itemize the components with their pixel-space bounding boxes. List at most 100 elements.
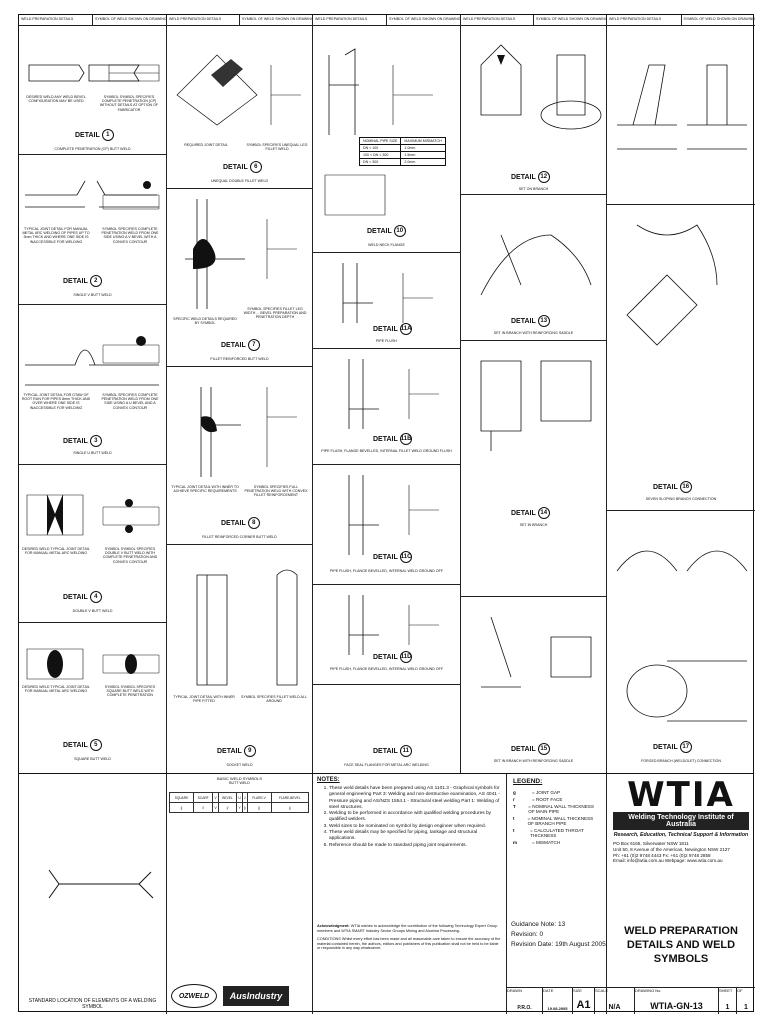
column-4: WELD PREPARATION DETAILS SYMBOL OF WELD … — [461, 15, 607, 773]
detail-3-left-text: TYPICAL JOINT DETAIL FOR GTAW OF ROOT RU… — [21, 393, 91, 410]
detail-15-drawing — [481, 616, 592, 688]
column-header: WELD PREPARATION DETAILS SYMBOL OF WELD … — [313, 15, 460, 26]
detail-11a-caption: PIPE FLUSH — [376, 339, 397, 343]
detail-10-caption: WELD NECK FLANGE — [368, 243, 405, 247]
detail-6-right-text: SYMBOL SPECIFIES UNEQUAL LEG FILLET WELD — [246, 143, 308, 152]
ausindustry-logo: AusIndustry — [223, 986, 289, 1006]
detail-11d-caption: PIPE FLUSH, FLANGE BEVELLED, INTERNAL WE… — [329, 667, 444, 671]
sponsor-logos: OZWELD AusIndustry — [171, 984, 289, 1008]
detail-3-right-text: SYMBOL SPECIFIES COMPLETE PENETRATION WE… — [101, 393, 159, 410]
column-2: WELD PREPARATION DETAILS SYMBOL OF WELD … — [167, 15, 313, 773]
ozweld-logo: OZWELD — [171, 984, 217, 1008]
detail-14-caption: SET IN BRANCH — [519, 523, 548, 527]
detail-8-drawing — [200, 387, 297, 477]
detail-8-caption: FILLET REINFORCED CORNER BUTT WELD — [202, 535, 277, 539]
notes-list: These weld details have been prepared us… — [313, 786, 506, 849]
detail-6-cell: REQUIRED JOINT DETAIL SYMBOL SPECIFIES U… — [167, 25, 312, 189]
detail-1-cell: DESIRED WELD ANY WELD BEVEL CONFIGURATIO… — [19, 25, 166, 155]
detail-12-caption: SET ON BRANCH — [518, 187, 549, 191]
address-block: PO Box 6165, Silverwater NSW 1811 Unit 5… — [613, 841, 730, 864]
welding-symbol-diagram — [48, 869, 154, 899]
detail-8-cell: TYPICAL JOINT DETAIL WITH INNER TO ACHIE… — [167, 367, 312, 545]
detail-11-caption: FACE SEAL FLANGES FOR METAL ARC WELDING — [344, 763, 429, 767]
detail-9-left-text: TYPICAL JOINT DETAIL WITH INNER PIPE FIT… — [173, 695, 235, 704]
drawing-sheet: WELD PREPARATION DETAILS SYMBOL OF WELD … — [18, 14, 755, 1014]
detail-11d-drawing — [348, 595, 439, 655]
detail-5-left-text: DESIRED WELD TYPICAL JOINT DETAIL FOR MA… — [22, 685, 90, 694]
detail-4-drawing — [26, 494, 160, 536]
detail-2-cell: TYPICAL JOINT DETAIL FOR MANUAL METAL AR… — [19, 155, 166, 305]
legend-item: t= CALCULATED THROAT THICKNESS — [513, 828, 584, 838]
detail-9-caption: SOCKET WELD — [226, 763, 253, 767]
detail-17-drawing — [616, 550, 748, 722]
column-1: WELD PREPARATION DETAILS SYMBOL OF WELD … — [19, 15, 167, 773]
detail-6-drawing — [176, 54, 301, 126]
acknowledgment: Acknowledgment: WTIA wishes to acknowled… — [317, 924, 501, 951]
detail-3-caption: SINGLE U BUTT WELD — [73, 451, 112, 455]
organisation-block: WTIA Welding Technology Institute of Aus… — [613, 778, 749, 864]
detail-11c-drawing — [348, 475, 439, 555]
detail-10-drawing — [324, 48, 433, 216]
wtia-logo: WTIA — [627, 775, 735, 815]
notes-box: NOTES: These weld details have been prep… — [313, 774, 507, 1014]
column-header: WELD PREPARATION DETAILS SYMBOL OF WELD … — [461, 15, 606, 26]
notes-title: NOTES: — [317, 777, 340, 783]
detail-7-cell: SPECIFIC WELD DETAILS REQUIRED BY SYMBOL… — [167, 189, 312, 367]
detail-7-caption: FILLET REINFORCED BUTT WELD — [210, 357, 269, 361]
detail-4-left-text: DESIRED WELD TYPICAL JOINT DETAIL FOR MA… — [22, 547, 90, 556]
detail-1-left-text: DESIRED WELD ANY WELD BEVEL CONFIGURATIO… — [26, 95, 86, 104]
detail-6-caption: UNEQUAL DOUBLE FILLET WELD — [210, 179, 269, 183]
detail-14-drawing — [480, 360, 592, 451]
drawing-title: WELD PREPARATION DETAILS AND WELD SYMBOL… — [624, 925, 738, 965]
legend-box: LEGEND: g= JOINT GAP r= ROOT FACE T= NOM… — [507, 774, 607, 1014]
detail-5-drawing — [26, 648, 160, 680]
detail-2-left-text: TYPICAL JOINT DETAIL FOR MANUAL METAL AR… — [22, 227, 90, 244]
detail-11a-drawing — [342, 263, 433, 323]
detail-8-left-text: TYPICAL JOINT DETAIL WITH INNER TO ACHIE… — [171, 485, 239, 494]
bottom-strip: STANDARD LOCATION OF ELEMENTS OF A WELDI… — [19, 773, 755, 1014]
legend-item: m= MISMATCH — [513, 840, 561, 845]
column-5: WELD PREPARATION DETAILS SYMBOL OF WELD … — [607, 15, 755, 773]
detail-13-drawing — [480, 234, 592, 296]
detail-5-right-text: SYMBOL SYMBOL SPECIFIES SQUARE BUTT WELD… — [104, 685, 156, 698]
detail-7-drawing — [185, 199, 297, 309]
standard-location-box: STANDARD LOCATION OF ELEMENTS OF A WELDI… — [19, 774, 167, 1014]
revision-info: Guidance Note: 13 Revision: 0 Revision D… — [511, 921, 606, 948]
legend-item: t= NOMINAL WALL THICKNESS OF BRANCH PIPE — [513, 816, 594, 826]
legend-item: r= ROOT FACE — [513, 797, 563, 802]
detail-7-right-text: SYMBOL SPECIFIES FILLET LEG WIDTH ... BE… — [243, 307, 307, 320]
detail-15-caption: SET IN BRANCH WITH REINFORCING SADDLE — [493, 759, 574, 763]
detail-9-cell: TYPICAL JOINT DETAIL WITH INNER PIPE FIT… — [167, 545, 312, 773]
detail-4-caption: DOUBLE V BUTT WELD — [72, 609, 113, 613]
legend-title: LEGEND: — [513, 778, 543, 785]
detail-11c-caption: PIPE FLUSH, FLANGE BEVELLED, INTERNAL WE… — [329, 569, 444, 573]
detail-1-right-text: SYMBOL SYMBOL SPECIFIES COMPLETE PENETRA… — [99, 95, 159, 112]
detail-16-cell — [607, 25, 755, 205]
